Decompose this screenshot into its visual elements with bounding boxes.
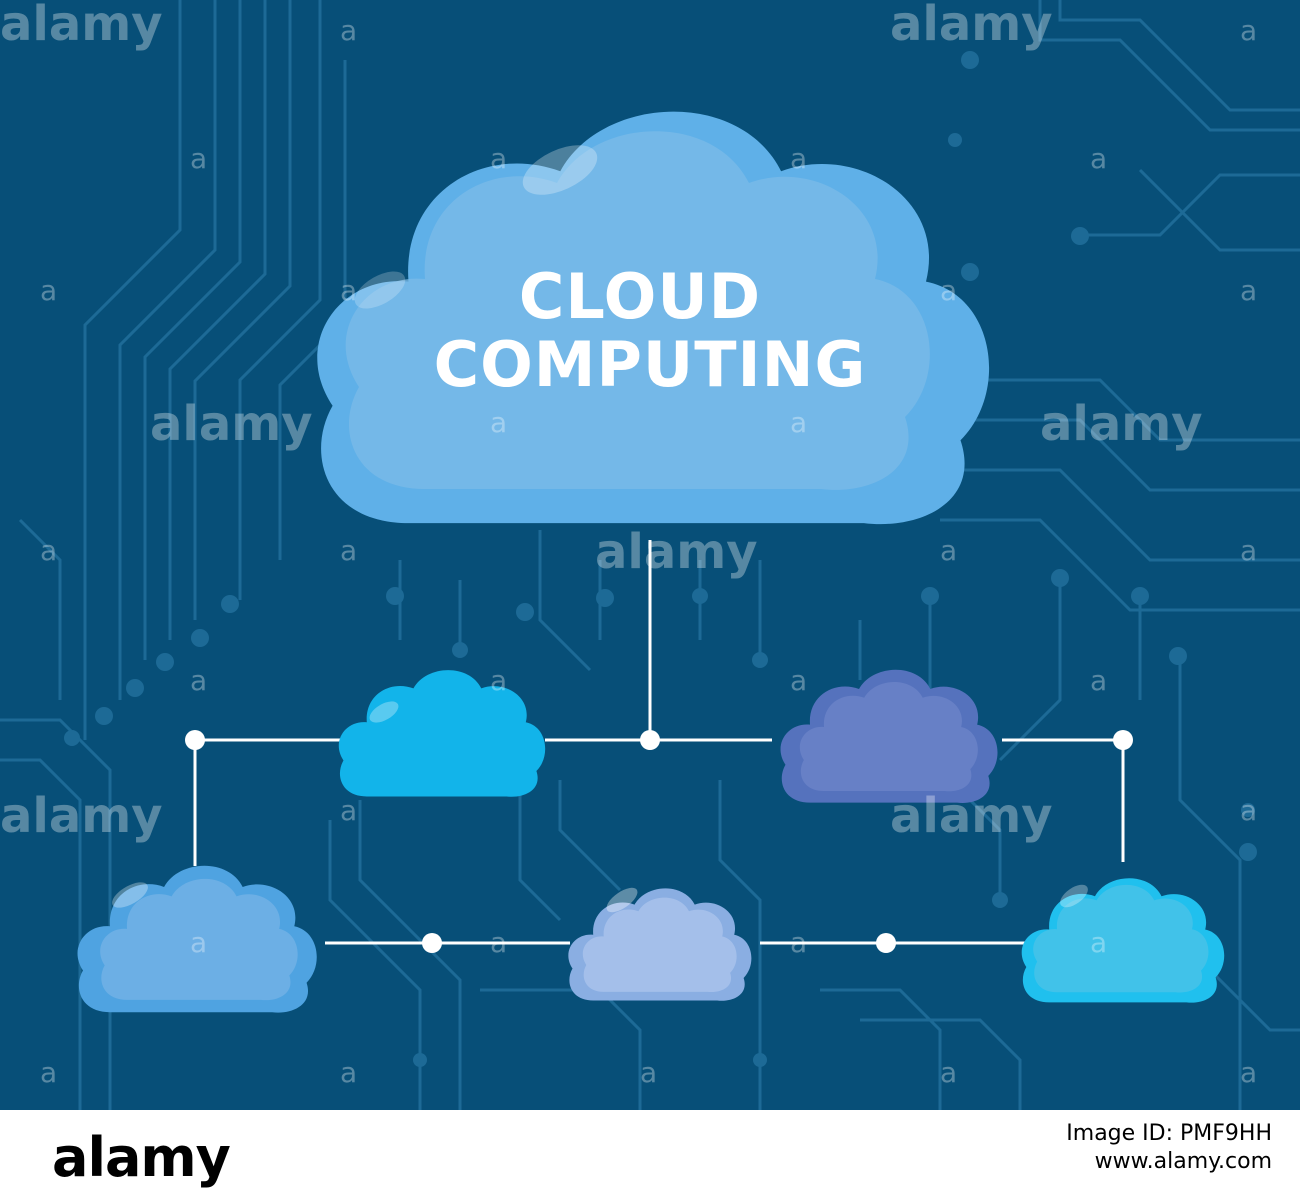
connector-node (1113, 730, 1133, 750)
watermark-text: alamy (890, 788, 1053, 844)
watermark-letter: a (790, 406, 807, 439)
watermark-text: alamy (0, 788, 163, 844)
watermark-letter: a (40, 1056, 57, 1089)
watermark-letter: a (1090, 664, 1107, 697)
watermark-letter: a (190, 142, 207, 175)
watermark-letter: a (1240, 534, 1257, 567)
watermark-letter: a (1240, 1056, 1257, 1089)
watermark-letter: a (1240, 794, 1257, 827)
watermark-letter: a (340, 14, 357, 47)
connector-node (640, 730, 660, 750)
watermark-text: alamy (595, 524, 758, 580)
connector-node (876, 933, 896, 953)
watermark-letter: a (790, 664, 807, 697)
main-title-line2: COMPUTING (434, 328, 867, 401)
watermark-letter: a (40, 534, 57, 567)
alamy-logo: alamy (52, 1126, 231, 1189)
connector-node (422, 933, 442, 953)
cloud-node-sky (1021, 878, 1225, 1003)
watermark-letter: a (940, 1056, 957, 1089)
watermark-letter: a (1090, 142, 1107, 175)
site-url: www.alamy.com (1094, 1149, 1272, 1174)
cloud-node-lavender (568, 887, 752, 1001)
watermark-letter: a (1240, 14, 1257, 47)
watermark-text: alamy (0, 0, 163, 52)
connector-nodes (185, 730, 1133, 953)
footer-bar: alamy Image ID: PMF9HH www.alamy.com (0, 1110, 1300, 1199)
watermark-letter: a (340, 794, 357, 827)
cloud-node-blue (77, 865, 317, 1013)
watermark-letter: a (490, 406, 507, 439)
diagram-canvas: CLOUD COMPUTING alamy (0, 0, 1300, 1110)
main-title-line1: CLOUD (519, 260, 761, 333)
watermark-letter: a (490, 664, 507, 697)
watermark-text: alamy (890, 0, 1053, 52)
watermark-letter: a (40, 274, 57, 307)
watermark-letter: a (340, 1056, 357, 1089)
watermark-letter: a (1090, 926, 1107, 959)
circuit-dots (64, 51, 1257, 1067)
watermark-letter: a (490, 926, 507, 959)
watermark-text: alamy (1040, 396, 1203, 452)
watermark-letter: a (490, 142, 507, 175)
connector-node (185, 730, 205, 750)
connector-lines (193, 540, 1125, 945)
watermark-letter: a (790, 142, 807, 175)
watermark-letter: a (340, 534, 357, 567)
main-cloud-node: CLOUD COMPUTING (317, 111, 990, 525)
circuit-pattern (0, 0, 1300, 1110)
watermark-letter: a (640, 1056, 657, 1089)
watermark-letter: a (190, 664, 207, 697)
image-id: Image ID: PMF9HH (1066, 1121, 1272, 1146)
watermark-text: alamy (150, 396, 313, 452)
watermark-letter: a (1240, 274, 1257, 307)
watermark-letter: a (940, 274, 957, 307)
watermark-layer: alamy alamy alamy alamy alamy alamy alam… (0, 0, 1257, 1089)
watermark-letter: a (340, 274, 357, 307)
cloud-node-cyan (338, 670, 546, 797)
watermark-letter: a (790, 926, 807, 959)
watermark-letter: a (940, 534, 957, 567)
image-info: Image ID: PMF9HH www.alamy.com (1066, 1120, 1272, 1176)
watermark-letter: a (190, 926, 207, 959)
